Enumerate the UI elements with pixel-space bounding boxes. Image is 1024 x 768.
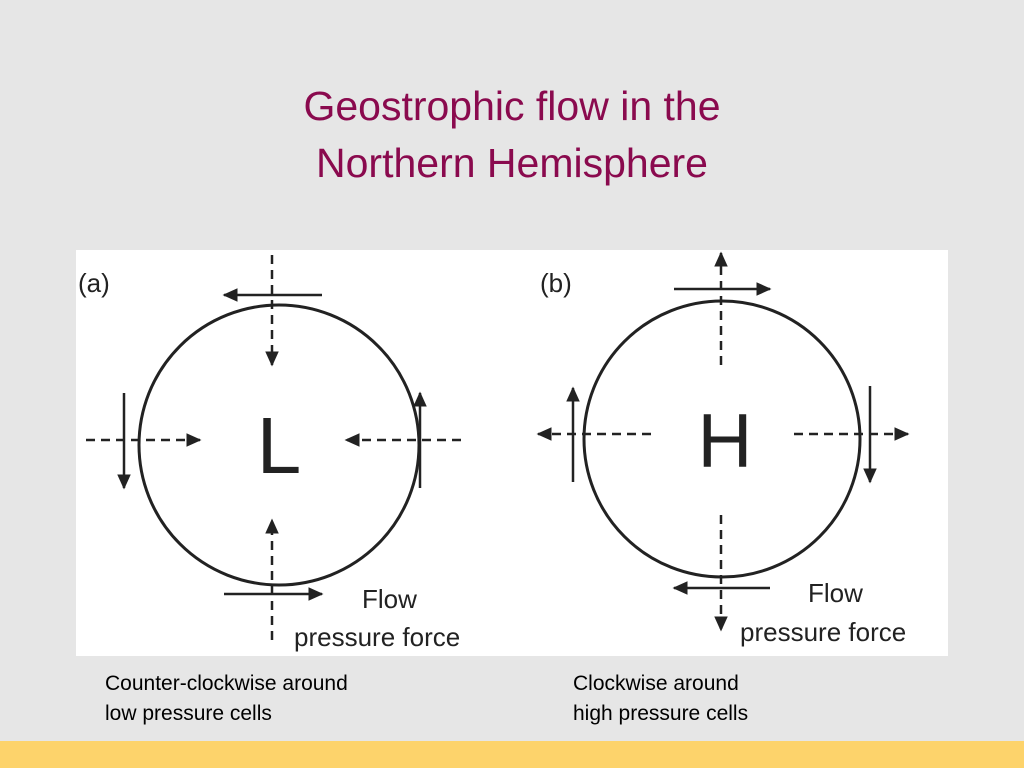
diagram-b-panel-label: (b) [540, 268, 572, 298]
diagram-a-center-label: L [257, 401, 302, 490]
slide-title-line-2: Northern Hemisphere [316, 140, 708, 186]
caption-low-pressure: Counter-clockwise around low pressure ce… [105, 669, 348, 729]
caption-low-pressure-line-1: Counter-clockwise around [105, 672, 348, 695]
caption-high-pressure-line-1: Clockwise around [573, 672, 739, 695]
diagram-b-legend-flow: Flow [808, 578, 863, 608]
diagram-a-panel-label: (a) [78, 268, 110, 298]
diagram-b-center-label: H [698, 399, 753, 484]
footer-bar [0, 741, 1024, 768]
caption-high-pressure: Clockwise around high pressure cells [573, 669, 748, 729]
diagram-a-legend-pressure-force: pressure force [294, 622, 460, 652]
diagram-a-low-pressure: (a) L Flow pressure force [78, 255, 461, 652]
diagram-b-legend-pressure-force: pressure force [740, 617, 906, 647]
slide-title-line-1: Geostrophic flow in the [303, 83, 721, 129]
caption-high-pressure-line-2: high pressure cells [573, 702, 749, 725]
diagram-b-high-pressure: (b) H Flow pressure force [536, 251, 910, 647]
figure-canvas: (a) L Flow pressure force (b) [78, 251, 910, 652]
slide-title: Geostrophic flow in the Northern Hemisph… [0, 78, 1024, 192]
diagram-a-legend-flow: Flow [362, 584, 417, 614]
caption-low-pressure-line-2: low pressure cells [105, 702, 272, 725]
geostrophic-flow-figure: (a) L Flow pressure force (b) [76, 250, 948, 656]
